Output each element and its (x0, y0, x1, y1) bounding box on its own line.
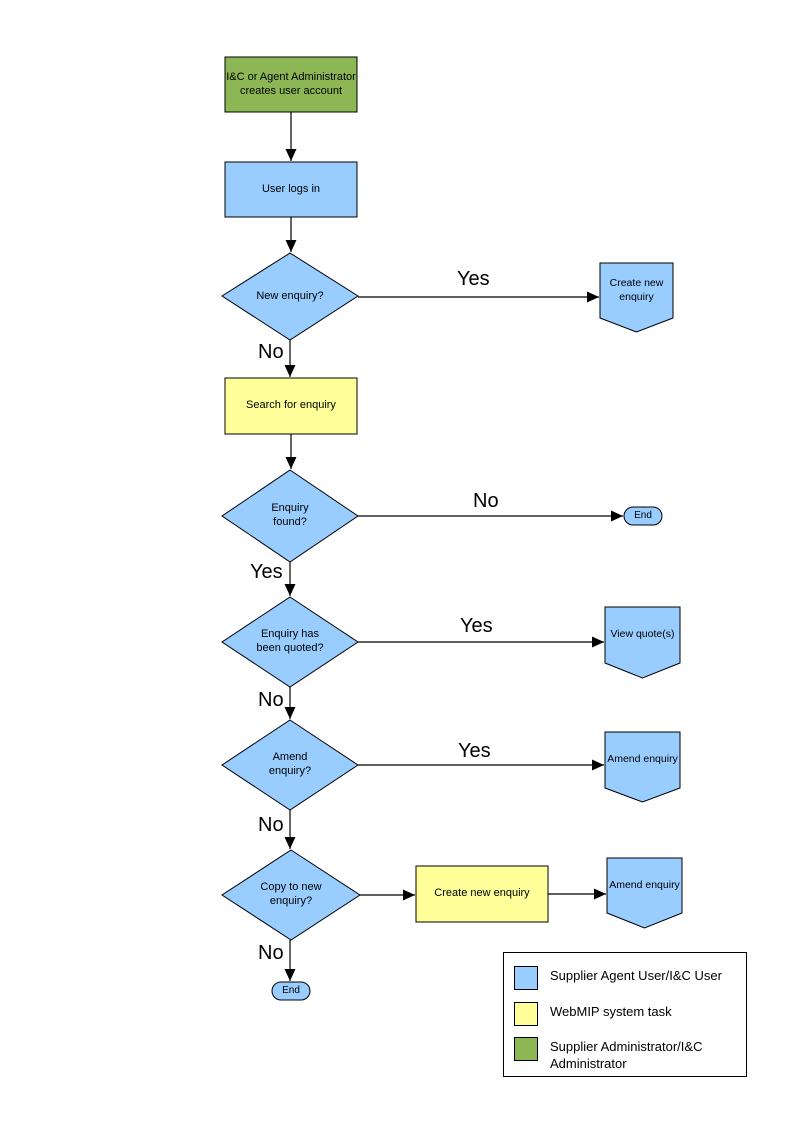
terminator-end-top (623, 506, 663, 526)
legend-swatch-admin (514, 1037, 538, 1061)
offpage-create-new-enquiry (599, 262, 674, 333)
process-user-logs-in (224, 161, 358, 218)
edge-label-newenquiry-no: No (258, 341, 284, 363)
edge-label-amend-yes: Yes (458, 740, 491, 762)
legend-item-user: Supplier Agent User/I&C User (514, 966, 740, 990)
edge-label-quoted-no: No (258, 689, 284, 711)
legend-label-admin: Supplier Administrator/I&C Administrator (550, 1039, 703, 1071)
offpage-view-quotes (604, 606, 681, 679)
edge-label-amend-no: No (258, 814, 284, 836)
edge-label-quoted-yes: Yes (460, 615, 493, 637)
decision-enquiry-quoted (221, 596, 359, 688)
process-search-for-enquiry (224, 377, 358, 435)
decision-copy-to-new-enquiry (221, 849, 361, 941)
edge-label-found-no: No (473, 490, 499, 512)
offpage-amend-enquiry-2 (606, 857, 683, 929)
process-create-new-enquiry (415, 865, 549, 923)
legend-swatch-system (514, 1002, 538, 1026)
legend-swatch-user (514, 966, 538, 990)
legend-item-system: WebMIP system task (514, 1002, 740, 1026)
edge-label-copy-no: No (258, 942, 284, 964)
legend-item-admin: Supplier Administrator/I&C Administrator (514, 1037, 740, 1073)
legend-label-system: WebMIP system task (550, 1004, 672, 1019)
edge-label-newenquiry-yes: Yes (457, 268, 490, 290)
legend-box: Supplier Agent User/I&C User WebMIP syst… (503, 952, 747, 1077)
legend-label-user: Supplier Agent User/I&C User (550, 968, 722, 983)
decision-amend-enquiry (221, 719, 359, 811)
terminator-end-bottom (271, 981, 311, 1001)
offpage-amend-enquiry-1 (604, 731, 681, 803)
decision-enquiry-found (221, 469, 359, 563)
process-admin-creates-account (224, 56, 358, 113)
edge-label-found-yes: Yes (250, 561, 283, 583)
decision-new-enquiry (221, 252, 359, 341)
